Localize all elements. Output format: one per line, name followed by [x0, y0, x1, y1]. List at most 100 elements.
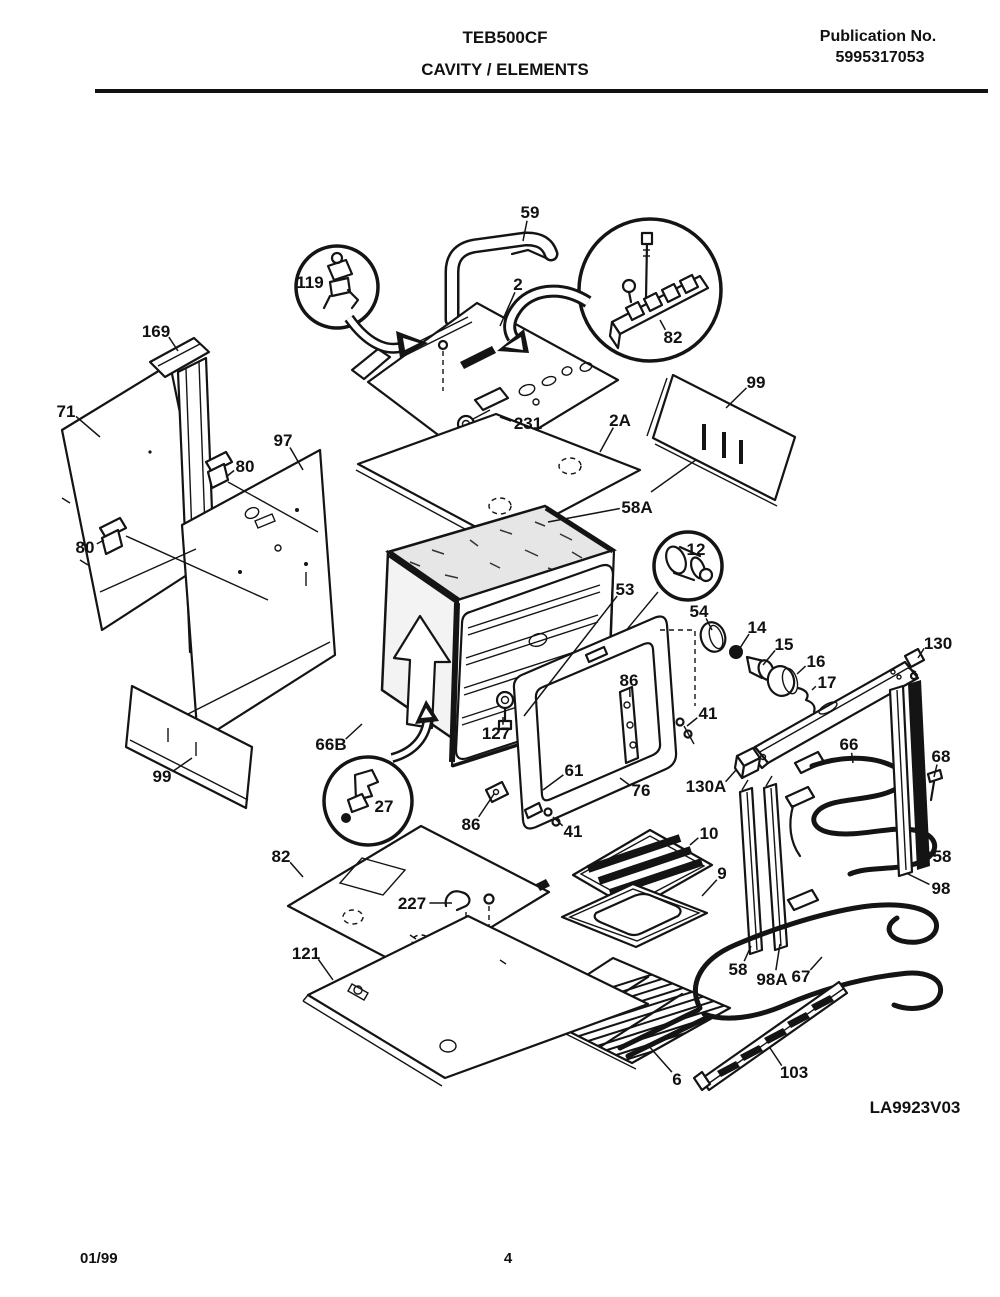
callout-17: 17 — [818, 673, 837, 692]
callout-58: 58 — [933, 847, 952, 866]
vent-trim — [692, 980, 849, 1092]
leader-98 — [905, 872, 930, 886]
callout-53: 53 — [616, 580, 635, 599]
page-title-section: CAVITY / ELEMENTS — [421, 60, 589, 79]
callout-99: 99 — [747, 373, 766, 392]
leader-71 — [75, 415, 101, 438]
callout-67: 67 — [792, 967, 811, 986]
callout-86: 86 — [620, 671, 639, 690]
clip-80-lower — [98, 516, 269, 601]
leader-99 — [172, 757, 193, 772]
callout-41: 41 — [564, 822, 583, 841]
leader-58 — [920, 847, 931, 854]
rear-panel-right — [646, 373, 797, 507]
clip-130 — [903, 647, 926, 673]
leader-41 — [552, 816, 564, 827]
callout-15: 15 — [775, 635, 794, 654]
callout-98: 98 — [932, 879, 951, 898]
callout-54: 54 — [690, 602, 709, 621]
leader-231 — [499, 416, 512, 422]
callout-121: 121 — [292, 944, 320, 963]
publication-label: Publication No. — [820, 28, 936, 45]
leader-98A — [775, 943, 781, 971]
leader-14 — [739, 633, 750, 649]
callout-66: 66 — [840, 735, 859, 754]
clip-80-upper — [204, 450, 319, 533]
leader-6 — [646, 1043, 673, 1073]
detail-circle-119 — [294, 244, 380, 330]
leader-80 — [96, 539, 105, 545]
callout-71: 71 — [57, 402, 76, 421]
leader-2 — [499, 291, 516, 327]
leader-68 — [933, 764, 938, 778]
leader-54 — [705, 618, 713, 631]
leader-58A — [547, 507, 620, 523]
callout-130: 130 — [924, 634, 952, 653]
callout-68: 68 — [932, 747, 951, 766]
leader-66 — [850, 752, 854, 764]
publication-number: 5995317053 — [836, 49, 925, 66]
callout-127: 127 — [482, 724, 510, 743]
callout-231: 231 — [514, 414, 542, 433]
base-panel — [302, 914, 650, 1087]
leader-10 — [689, 837, 699, 846]
callout-98A: 98A — [756, 970, 787, 989]
insulation-arrow — [392, 614, 452, 730]
leader-80 — [225, 469, 235, 478]
handle-part — [444, 231, 559, 328]
diagram-code: LA9923V03 — [870, 1098, 961, 1117]
leader-58 — [743, 945, 752, 962]
callout-14: 14 — [748, 618, 767, 637]
detail-circle-12 — [652, 530, 724, 602]
callout-58A: 58A — [621, 498, 652, 517]
callout-130A: 130A — [686, 777, 727, 796]
leader-82 — [659, 319, 667, 331]
clip-130a — [733, 746, 762, 780]
oven-bottom-panel — [286, 824, 551, 975]
bake-element — [617, 888, 944, 1059]
callout-227: 227 — [398, 894, 426, 913]
callout-169: 169 — [142, 322, 170, 341]
leader-61 — [542, 774, 564, 791]
callout-58: 58 — [729, 960, 748, 979]
leader-130 — [917, 647, 925, 659]
leader-121 — [317, 958, 334, 981]
footer-page-number: 4 — [504, 1250, 513, 1267]
callout-12: 12 — [687, 540, 706, 559]
rack-guide-left-pair — [738, 775, 789, 956]
leader-76 — [619, 777, 631, 787]
header: TEB500CF CAVITY / ELEMENTS Publication N… — [95, 28, 988, 93]
callout-86: 86 — [462, 815, 481, 834]
leader-53 — [523, 595, 618, 717]
callout-80: 80 — [76, 538, 95, 557]
callout-80: 80 — [236, 457, 255, 476]
leader-16 — [796, 665, 807, 675]
callout-59: 59 — [521, 203, 540, 222]
callout-82: 82 — [664, 328, 683, 347]
callout-61: 61 — [565, 761, 584, 780]
callout-103: 103 — [780, 1063, 808, 1082]
leader-130A — [725, 769, 737, 783]
leader-9 — [701, 879, 718, 897]
leader-97 — [289, 447, 304, 471]
lower-left-panel — [124, 641, 331, 810]
leader-67 — [809, 956, 823, 971]
pointer-arrows — [344, 284, 592, 763]
leader-59 — [522, 220, 528, 242]
callout-16: 16 — [807, 652, 826, 671]
footer-date: 01/99 — [80, 1250, 118, 1267]
callout-41: 41 — [699, 704, 718, 723]
callout-66B: 66B — [315, 735, 346, 754]
insulation-panel-2a — [355, 412, 715, 549]
detail-circle-27 — [322, 755, 414, 847]
callout-99: 99 — [153, 767, 172, 786]
leader-169 — [168, 336, 179, 352]
page-title-model: TEB500CF — [462, 28, 547, 47]
leader-82 — [289, 861, 304, 878]
callout-6: 6 — [672, 1070, 681, 1089]
callout-97: 97 — [274, 431, 293, 450]
leader-15 — [762, 649, 776, 666]
callout-2A: 2A — [609, 411, 631, 430]
